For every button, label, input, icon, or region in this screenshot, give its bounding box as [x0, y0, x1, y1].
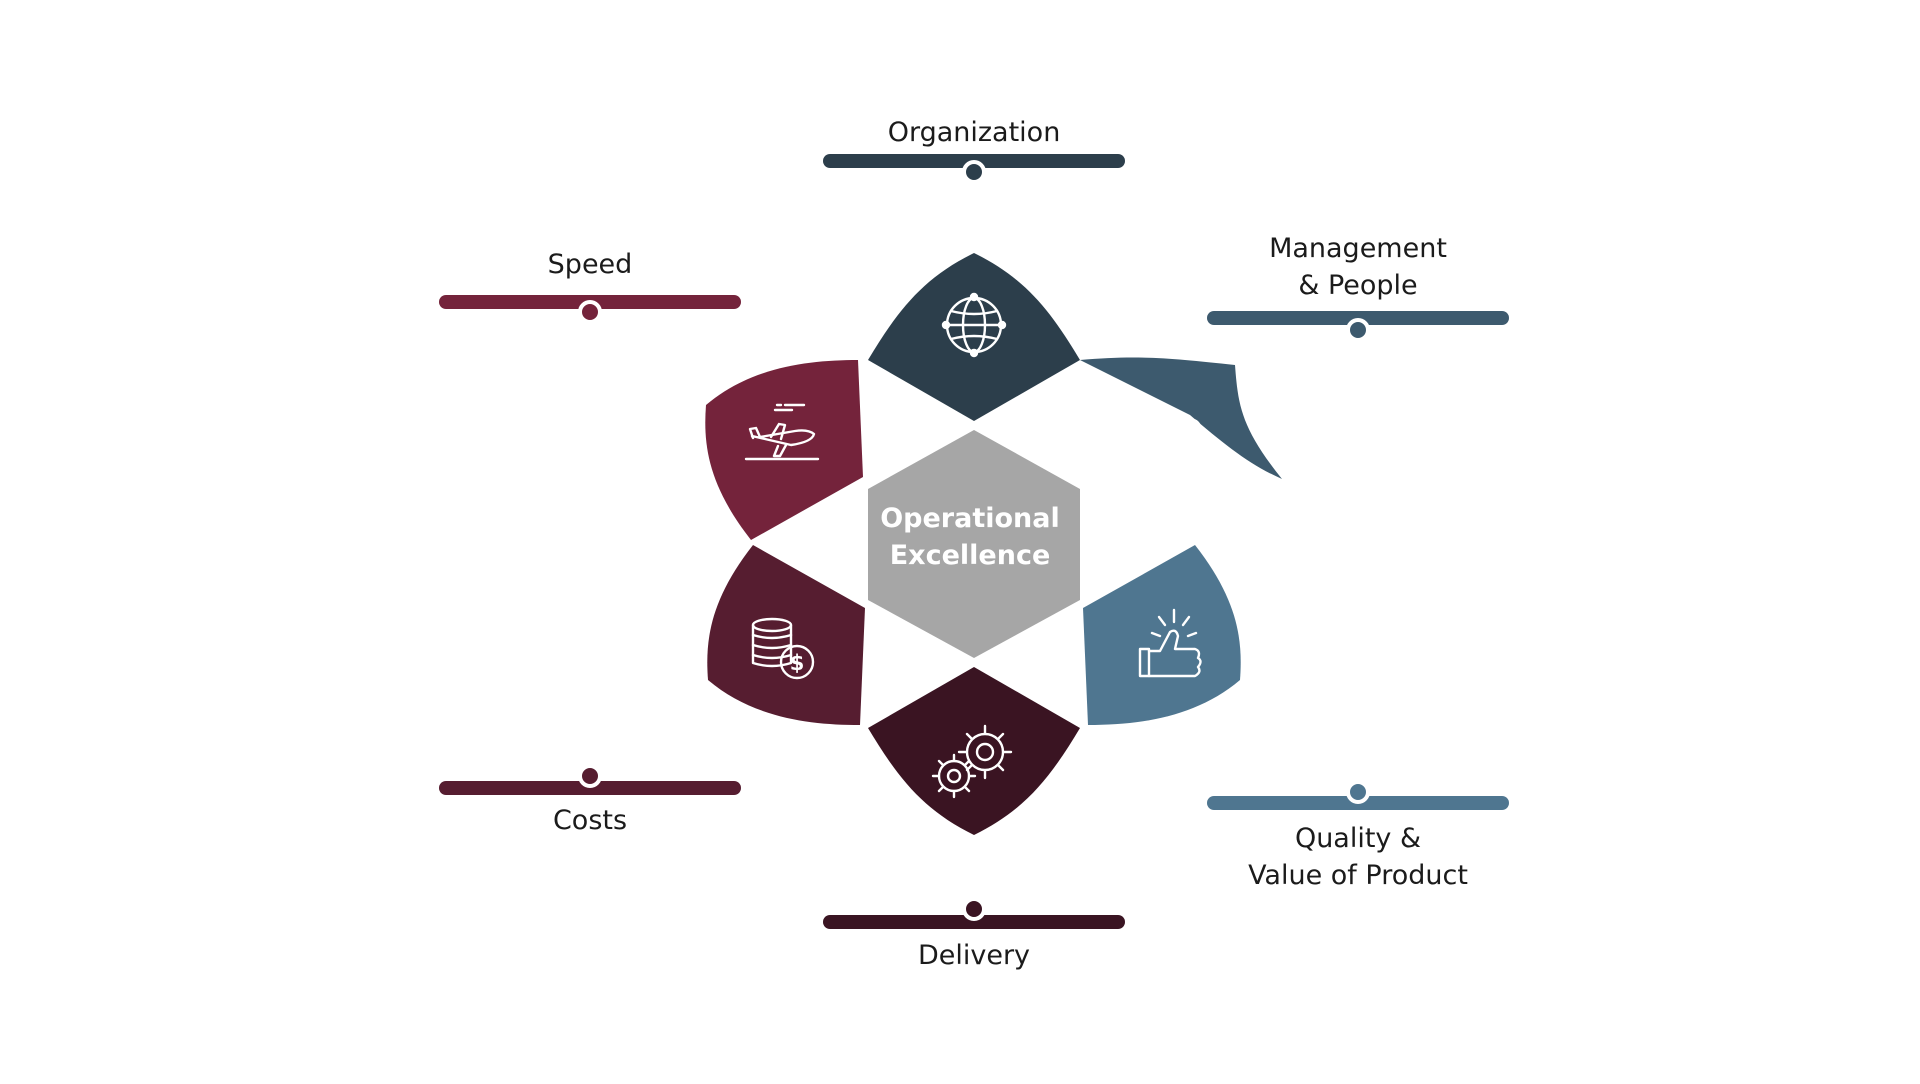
- center-hexagon: [868, 430, 1080, 658]
- coins-dollar-icon: $: [751, 617, 815, 680]
- label-management-line2: & People: [1298, 270, 1418, 301]
- dot-delivery: [962, 897, 986, 921]
- petal-quality: [1083, 545, 1241, 725]
- dot-organization: [962, 160, 986, 184]
- team-icon: [1118, 411, 1212, 459]
- center-title-line1: Operational: [880, 503, 1060, 534]
- petal-delivery: [868, 667, 1080, 835]
- label-organization-line1: Organization: [887, 117, 1061, 148]
- label-quality-line2: Value of Product: [1248, 860, 1468, 891]
- label-quality: Quality & Value of Product: [1128, 820, 1588, 894]
- dot-costs: [578, 764, 602, 788]
- globe-icon: [941, 292, 1007, 358]
- label-costs-line1: Costs: [552, 805, 628, 836]
- label-speed-line1: Speed: [547, 249, 633, 280]
- thumbs-up-icon: [1138, 608, 1202, 678]
- label-management-line1: Management: [1269, 233, 1447, 264]
- connector-dots: [578, 160, 1370, 921]
- gears-icon: [931, 724, 1013, 799]
- airplane-takeoff-icon: [744, 403, 820, 461]
- label-delivery: Delivery: [744, 937, 1204, 974]
- label-management: Management & People: [1128, 230, 1588, 304]
- center-title-line2: Excellence: [889, 540, 1051, 571]
- label-speed: Speed: [360, 246, 820, 283]
- petal-management: [1080, 357, 1282, 479]
- label-delivery-line1: Delivery: [917, 940, 1031, 971]
- center-title: Operational Excellence: [860, 500, 1080, 574]
- petal-costs: [707, 545, 865, 725]
- label-organization: Organization: [744, 114, 1204, 151]
- dot-management: [1346, 318, 1370, 342]
- dot-quality: [1346, 780, 1370, 804]
- svg-text:$: $: [790, 651, 805, 675]
- label-quality-line1: Quality &: [1294, 823, 1422, 854]
- label-costs: Costs: [360, 802, 820, 839]
- dot-speed: [578, 300, 602, 324]
